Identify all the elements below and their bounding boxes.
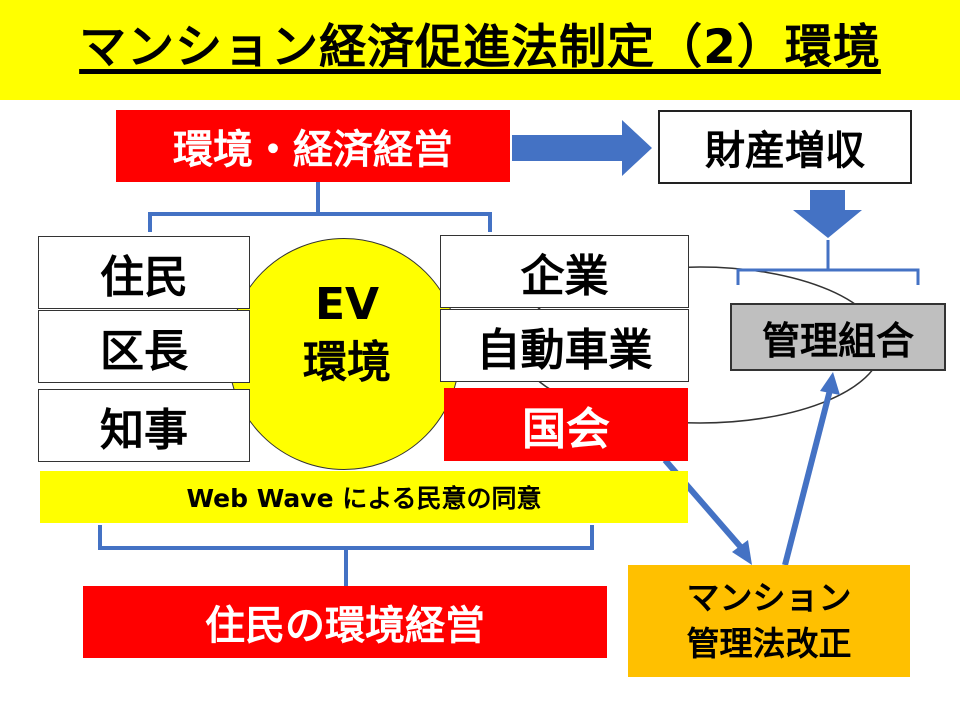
ev-line2: 環境: [303, 337, 391, 388]
top-bracket: [148, 182, 492, 232]
web-wave-banner: Web Wave による民意の同意: [40, 471, 688, 523]
auto-industry-box: 自動車業: [440, 309, 689, 382]
ward-mayor-box: 区長: [38, 310, 250, 383]
arrow-law-to-kanri-line: [782, 389, 833, 566]
residents-box: 住民: [38, 236, 250, 309]
kanri-bracket: [736, 240, 920, 285]
residents-env-box: 住民の環境経営: [83, 586, 607, 658]
mansion-law-box: マンション 管理法改正: [628, 565, 910, 677]
arrow-law-to-kanri-head: [820, 372, 840, 395]
env-econ-box: 環境・経済経営: [116, 110, 510, 182]
page-title: マンション経済促進法制定（2）環境: [79, 20, 881, 75]
arrow-down-assets: [793, 190, 862, 238]
diet-box: 国会: [444, 388, 688, 461]
ev-label: EV 環境: [262, 276, 432, 392]
mansion-law-line1: マンション: [686, 578, 852, 617]
kanri-box: 管理組合: [730, 303, 946, 371]
arrow-right-to-assets: [512, 120, 652, 176]
governor-box: 知事: [38, 389, 250, 462]
title-bar: [0, 0, 960, 100]
assets-box: 財産増収: [658, 110, 912, 184]
mansion-law-line2: 管理法改正: [686, 624, 852, 663]
ev-line1: EV: [314, 279, 380, 330]
arrow-diet-to-law-head: [732, 540, 752, 565]
company-box: 企業: [440, 235, 689, 308]
bottom-bracket: [98, 525, 594, 586]
